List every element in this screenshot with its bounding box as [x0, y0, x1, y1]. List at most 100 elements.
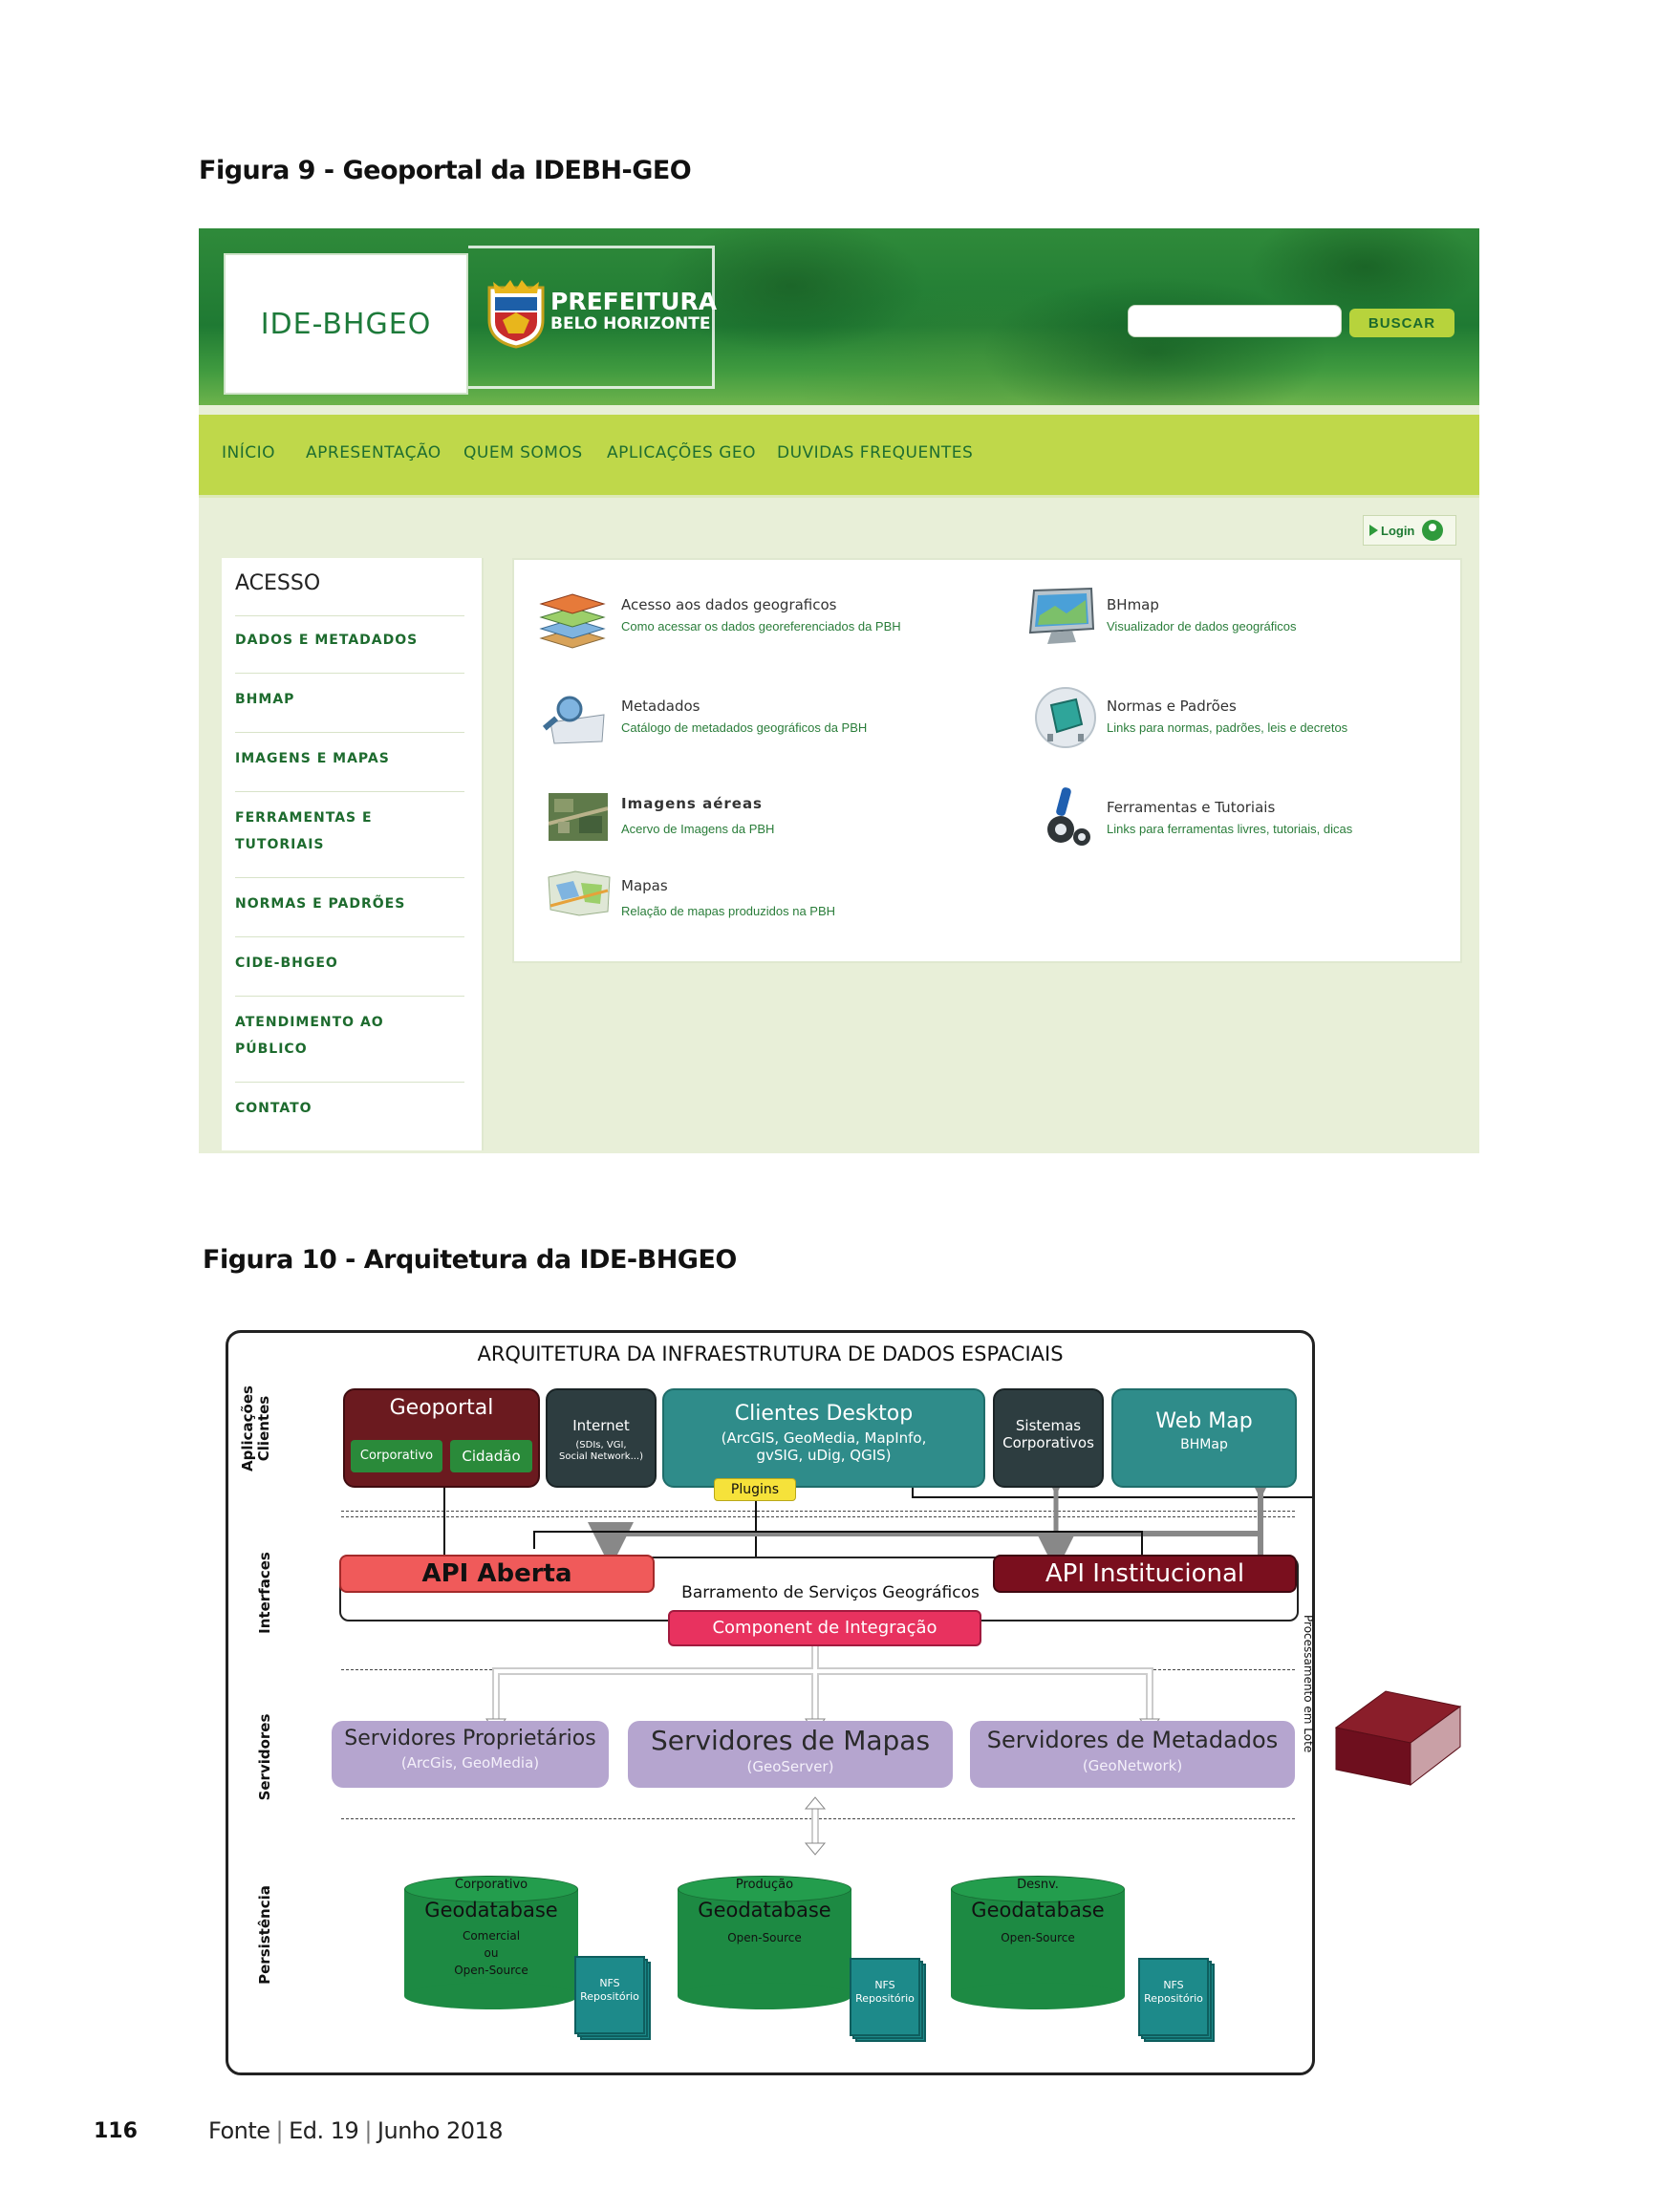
card-title[interactable]: Normas e Padrões	[1107, 698, 1237, 715]
footer-separator: |	[364, 2117, 372, 2144]
geoportal-header: IDE-BHGEO PREFEITURA BELO HORIZONTE BUSC…	[199, 228, 1479, 405]
internet-title: Internet	[572, 1417, 630, 1434]
footer-separator: |	[275, 2117, 284, 2144]
card-subtitle: Como acessar os dados georeferenciados d…	[621, 619, 901, 634]
geoportal-title: Geoportal	[389, 1396, 494, 1420]
login-button[interactable]: Login	[1363, 515, 1456, 546]
nfs-repository-icon: NFS Repositório	[574, 1956, 651, 2040]
sidebar-divider	[235, 615, 464, 616]
nav-aplicacoes-geo[interactable]: APLICAÇÕES GEO	[607, 443, 757, 462]
nfs-page	[1138, 1958, 1209, 2036]
layers-icon[interactable]	[539, 587, 606, 650]
sistemas-line1: Sistemas	[1015, 1417, 1082, 1434]
nfs-page	[850, 1958, 920, 2036]
nav-inicio[interactable]: INÍCIO	[222, 443, 276, 462]
desktop-sub-line1: (ArcGIS, GeoMedia, MapInfo,	[721, 1429, 927, 1447]
nav-quem-somos[interactable]: QUEM SOMOS	[463, 443, 583, 462]
db-top-label: Desnv.	[1017, 1878, 1059, 1892]
component-integracao-box: Component de Integração	[668, 1610, 981, 1646]
database-cylinder-corporativo	[404, 1876, 578, 2009]
prefeitura-wordmark: PREFEITURA BELO HORIZONTE	[550, 290, 717, 333]
cylinder-bottom	[951, 1983, 1125, 2009]
desktop-title: Clientes Desktop	[734, 1402, 914, 1426]
tools-icon[interactable]	[1038, 785, 1095, 848]
cylinder-top	[951, 1876, 1125, 1902]
db-line: Open-Source	[727, 1931, 802, 1944]
prefeitura-line1: PREFEITURA	[550, 288, 718, 315]
sidebar-item-label: IMAGENS E MAPAS	[235, 751, 390, 766]
plugins-badge: Plugins	[714, 1478, 796, 1501]
ide-bhgeo-logo[interactable]: IDE-BHGEO	[224, 253, 468, 395]
db-title: Geodatabase	[698, 1899, 831, 1922]
sidebar-item-label: ATENDIMENTO AO	[235, 1015, 384, 1030]
prefeitura-frame	[468, 246, 715, 389]
sidebar-item-label: NORMAS E PADRÕES	[235, 896, 406, 912]
chip-icon[interactable]	[1034, 686, 1097, 749]
monitor-icon[interactable]	[1026, 587, 1097, 646]
card-title[interactable]: BHmap	[1107, 596, 1159, 613]
sidebar-item-ferramentas-tutoriais[interactable]: FERRAMENTAS E TUTORIAIS	[235, 805, 464, 858]
card-title[interactable]: Imagens aéreas	[621, 795, 763, 812]
sidebar: ACESSO DADOS E METADADOS BHMAP IMAGENS E…	[222, 558, 484, 1150]
sidebar-divider	[235, 1082, 464, 1083]
sidebar-item-cide-bhgeo[interactable]: CIDE-BHGEO	[235, 950, 464, 977]
sistemas-corporativos-box: Sistemas Corporativos	[993, 1388, 1104, 1488]
webmap-sub: BHMap	[1180, 1437, 1228, 1452]
desktop-clients-box: Clientes Desktop (ArcGIS, GeoMedia, MapI…	[662, 1388, 985, 1488]
nfs-label-line: NFS	[874, 1979, 895, 1991]
sidebar-item-contato[interactable]: CONTATO	[235, 1095, 464, 1122]
aerial-photo-icon[interactable]	[549, 793, 608, 841]
sidebar-divider	[235, 791, 464, 792]
sidebar-title: ACESSO	[235, 571, 321, 595]
server-mapas: Servidores de Mapas (GeoServer)	[628, 1721, 953, 1788]
cylinder-bottom	[678, 1983, 851, 2009]
batch-processing-box-icon	[1334, 1690, 1462, 1787]
geoportal-cidadao: Cidadão	[450, 1440, 532, 1472]
lane-separator	[341, 1511, 1295, 1512]
card-title[interactable]: Metadados	[621, 698, 700, 715]
sidebar-item-dados-metadados[interactable]: DADOS E METADADOS	[235, 627, 464, 654]
cylinder-bottom	[404, 1983, 578, 2009]
nfs-label-line: Repositório	[1144, 1992, 1203, 2005]
db-line: Open-Source	[1001, 1931, 1075, 1944]
server-title: Servidores de Metadados	[986, 1727, 1279, 1753]
sidebar-item-bhmap[interactable]: BHMAP	[235, 686, 464, 713]
nav-duvidas-frequentes[interactable]: DUVIDAS FREQUENTES	[777, 443, 974, 462]
card-subtitle: Acervo de Imagens da PBH	[621, 822, 775, 836]
nfs-label: NFS Repositório	[578, 1977, 641, 2004]
sidebar-item-label: TUTORIAIS	[235, 837, 325, 852]
database-cylinder-desnv	[951, 1876, 1125, 2009]
sidebar-divider	[235, 732, 464, 733]
webmap-title: Web Map	[1155, 1409, 1253, 1433]
figure-10-title: Figura 10 - Arquitetura da IDE-BHGEO	[203, 1245, 737, 1275]
search-input[interactable]	[1128, 305, 1342, 337]
publication-name: Fonte	[208, 2117, 270, 2144]
map-icon[interactable]	[547, 868, 612, 917]
sidebar-item-imagens-mapas[interactable]: IMAGENS E MAPAS	[235, 745, 464, 772]
nfs-label-line: NFS	[599, 1977, 620, 1989]
barramento-label: Barramento de Serviços Geográficos	[681, 1583, 980, 1602]
nfs-label-line: NFS	[1163, 1979, 1184, 1991]
sidebar-item-label: CONTATO	[235, 1101, 312, 1116]
card-subtitle: Visualizador de dados geográficos	[1107, 619, 1297, 634]
card-subtitle: Links para normas, padrões, leis e decre…	[1107, 720, 1348, 735]
card-title[interactable]: Ferramentas e Tutoriais	[1107, 799, 1276, 816]
connector-lines	[443, 1440, 1312, 1856]
sidebar-item-normas-padroes[interactable]: NORMAS E PADRÕES	[235, 891, 464, 917]
cylinder-body	[404, 1889, 578, 1996]
magnifier-icon[interactable]	[537, 694, 608, 747]
card-title[interactable]: Acesso aos dados geograficos	[621, 596, 837, 613]
search-button[interactable]: BUSCAR	[1349, 309, 1454, 337]
server-proprietarios: Servidores Proprietários (ArcGis, GeoMed…	[332, 1721, 609, 1788]
sidebar-item-atendimento[interactable]: ATENDIMENTO AO PÚBLICO	[235, 1009, 464, 1063]
sidebar-divider	[235, 673, 464, 674]
cylinder-top	[678, 1876, 851, 1902]
card-subtitle: Catálogo de metadados geográficos da PBH	[621, 720, 868, 735]
nfs-label: NFS Repositório	[1142, 1979, 1205, 2006]
db-title: Geodatabase	[971, 1899, 1105, 1922]
sidebar-item-label: CIDE-BHGEO	[235, 956, 338, 971]
sidebar-divider	[235, 996, 464, 997]
publication-edition: Ed. 19	[289, 2117, 359, 2144]
nav-apresentacao[interactable]: APRESENTAÇÃO	[306, 443, 442, 462]
card-title[interactable]: Mapas	[621, 877, 668, 894]
